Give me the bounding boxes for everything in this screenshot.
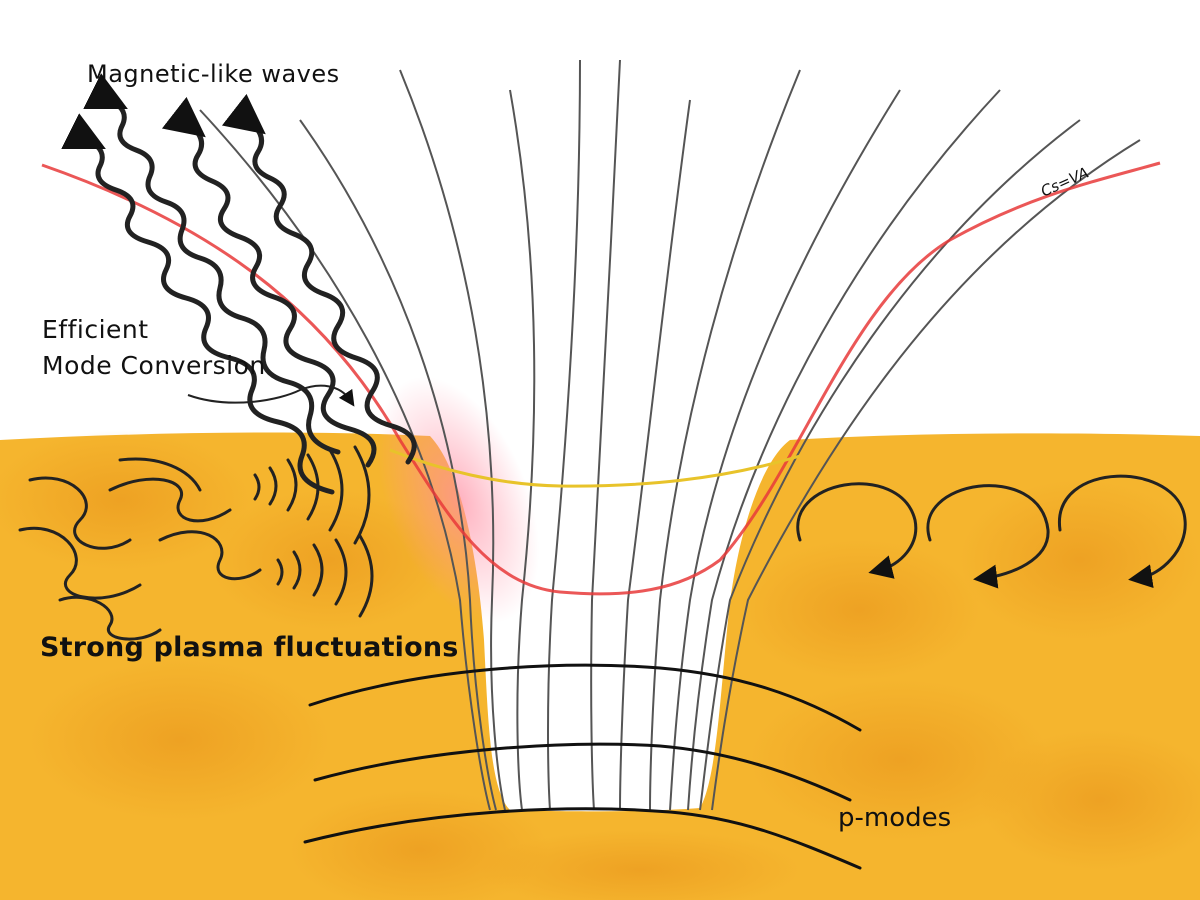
plasma-fluctuations-label: Strong plasma fluctuations: [40, 632, 459, 663]
magnetic-field-lines: [199, 59, 1141, 811]
magnetic-wave-arrows: [61, 73, 417, 495]
mode-conversion-line-2: Mode Conversion: [42, 351, 266, 380]
photosphere-line: [389, 448, 801, 488]
convection-arrows: [796, 474, 1187, 589]
mode-conversion-line-1: Efficient: [42, 315, 149, 344]
mode-conversion-label: Efficient Mode Conversion: [42, 312, 266, 384]
magnetic-waves-label: Magnetic-like waves: [87, 60, 340, 88]
p-mode-arcs: [303, 663, 862, 870]
conversion-pointer-arrow: [187, 384, 355, 407]
turbulent-swirls: [18, 457, 262, 641]
equipartition-layer: [41, 161, 1161, 596]
p-modes-label: p-modes: [838, 803, 952, 833]
wave-arcs: [253, 445, 374, 618]
plasma-mottling: [0, 430, 1200, 900]
